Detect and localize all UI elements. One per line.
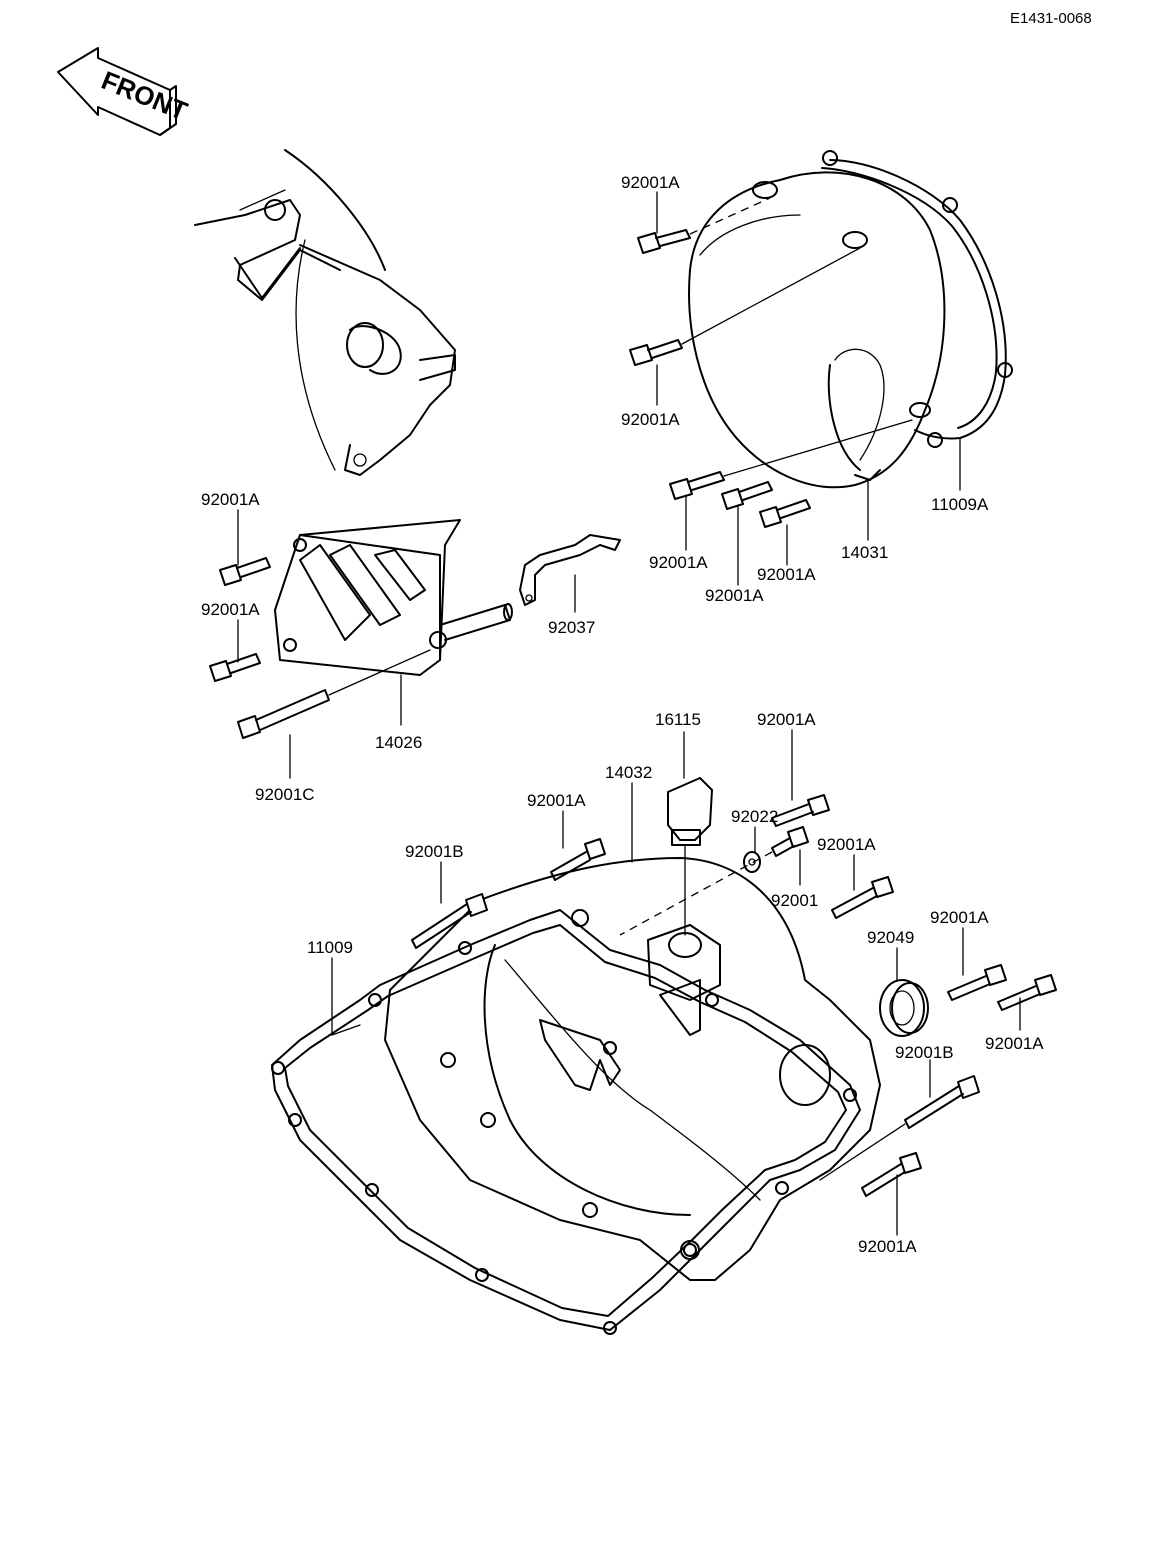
front-arrow-icon: FRONT <box>57 47 192 136</box>
label-sprocket-bolt1: 92001A <box>201 490 260 509</box>
label-cover-14031: 14031 <box>841 543 888 562</box>
label-washer-92022: 92022 <box>731 807 778 826</box>
label-bolt-right2: 92001A <box>930 908 989 927</box>
pin-sprocket <box>439 603 513 641</box>
bolt-cap-right <box>771 794 830 827</box>
bolt-low2 <box>721 481 773 510</box>
bolt-mid-a <box>629 247 861 366</box>
label-sprocket-cover-14026: 14026 <box>375 733 422 752</box>
label-bolt-center-a: 92001A <box>527 791 586 810</box>
cover-14031 <box>688 171 946 489</box>
label-bolt-b-left: 92001B <box>405 842 464 861</box>
label-long-bolt-92001c: 92001C <box>255 785 315 804</box>
long-bolt-92001c <box>237 649 431 739</box>
label-clutch-cover-14032: 14032 <box>605 763 652 782</box>
bolt-right1 <box>831 876 894 919</box>
label-gasket-11009a: 11009A <box>931 495 989 514</box>
bolt-bottom <box>861 1152 922 1197</box>
label-bolt-cap-right: 92001A <box>757 710 816 729</box>
washer-92022 <box>743 851 761 873</box>
label-bracket-92037: 92037 <box>548 618 595 637</box>
bolt-top-a <box>637 197 771 254</box>
label-bolt-low3: 92001A <box>757 565 816 584</box>
bolt-center-a <box>550 838 606 881</box>
clutch-cover-14032 <box>384 857 881 1281</box>
bolt-low1 <box>669 419 913 500</box>
oil-seal-92049 <box>879 979 929 1037</box>
label-bolt-b-right: 92001B <box>895 1043 954 1062</box>
bolt-b-right <box>819 1075 980 1181</box>
gasket-11009 <box>271 909 861 1335</box>
label-bolt-right3: 92001A <box>985 1034 1044 1053</box>
label-gasket-11009b: 11009 <box>307 938 353 957</box>
label-bolt-right1: 92001A <box>817 835 876 854</box>
bolt-right3 <box>997 974 1057 1011</box>
sprocket-bolt1 <box>219 557 271 586</box>
bolt-right2 <box>947 964 1007 1001</box>
label-bolt-bottom: 92001A <box>858 1237 917 1256</box>
bolt-low3 <box>759 499 811 528</box>
part-labels: 92001A 92001A 11009A 14031 92001A 92001A… <box>201 173 1044 1256</box>
label-sprocket-bolt2: 92001A <box>201 600 260 619</box>
engine-case-fragment <box>194 149 456 476</box>
label-bolt-low1: 92001A <box>649 553 708 572</box>
label-bolt-low2: 92001A <box>705 586 764 605</box>
label-oil-seal-92049: 92049 <box>867 928 914 947</box>
label-bolt-92001: 92001 <box>771 891 818 910</box>
label-bolt-top-a: 92001A <box>621 173 680 192</box>
oil-cap-16115 <box>667 777 713 936</box>
bracket-92037 <box>519 534 621 606</box>
bolt-92001 <box>619 826 809 936</box>
label-bolt-mid-a: 92001A <box>621 410 680 429</box>
gasket-11009a <box>821 150 1013 448</box>
label-oil-cap-16115: 16115 <box>655 710 701 729</box>
sprocket-bolt2 <box>209 653 261 682</box>
leader-lines <box>237 191 1021 1236</box>
sprocket-cover-14026 <box>274 519 461 676</box>
diagram-code: E1431-0068 <box>1010 10 1092 27</box>
bolt-b-left <box>411 893 488 949</box>
